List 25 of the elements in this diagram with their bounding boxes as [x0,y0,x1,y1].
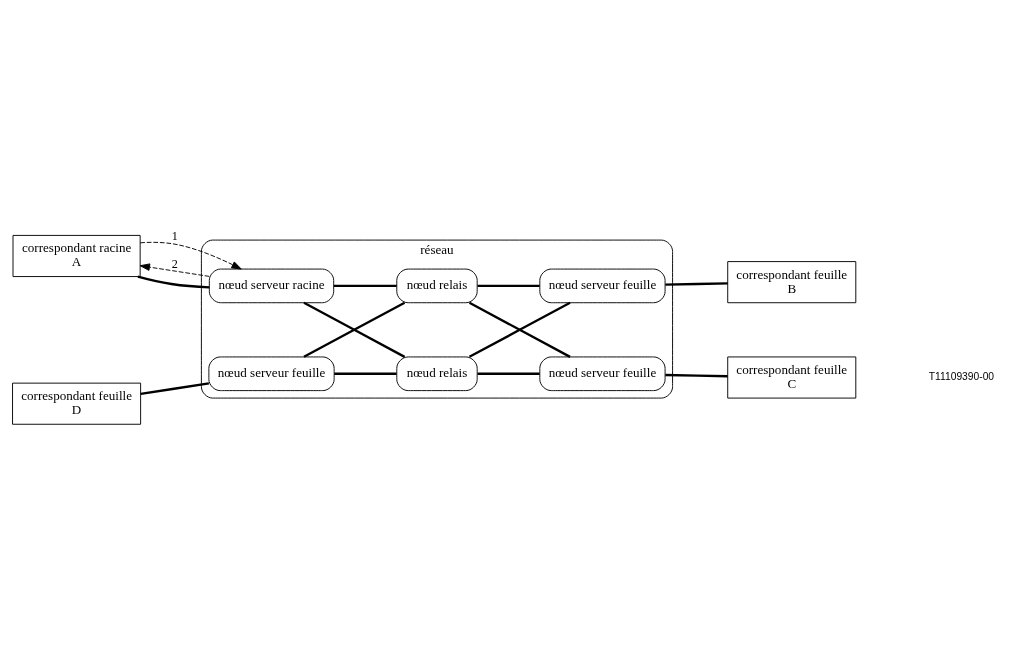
connector [333,284,397,287]
connector [140,381,210,395]
node-box: nœud serveur racine [208,268,335,303]
connector [334,372,397,375]
connector [137,274,210,288]
edge-label: 1 [171,228,178,243]
node-box: correspondant feuille C [727,356,857,399]
edge-label: 2 [171,256,178,271]
arrow [139,262,210,277]
node-box: correspondant feuille D [12,382,142,425]
node-box: nœud serveur feuille [208,356,335,391]
node-box: correspondant feuille B [727,260,857,303]
connector [665,281,728,286]
connector [468,301,571,358]
connector [303,301,406,358]
arrow [139,241,242,269]
node-box: nœud serveur feuille [539,268,666,303]
label: T11109390-00 [928,370,995,382]
node-box: correspondant racine A [12,234,141,277]
node-box: nœud relais [396,356,478,391]
node-box: nœud serveur feuille [539,356,666,391]
connector [477,372,540,375]
connector [665,373,728,377]
connector [477,284,540,287]
node-box: nœud relais [396,268,478,303]
